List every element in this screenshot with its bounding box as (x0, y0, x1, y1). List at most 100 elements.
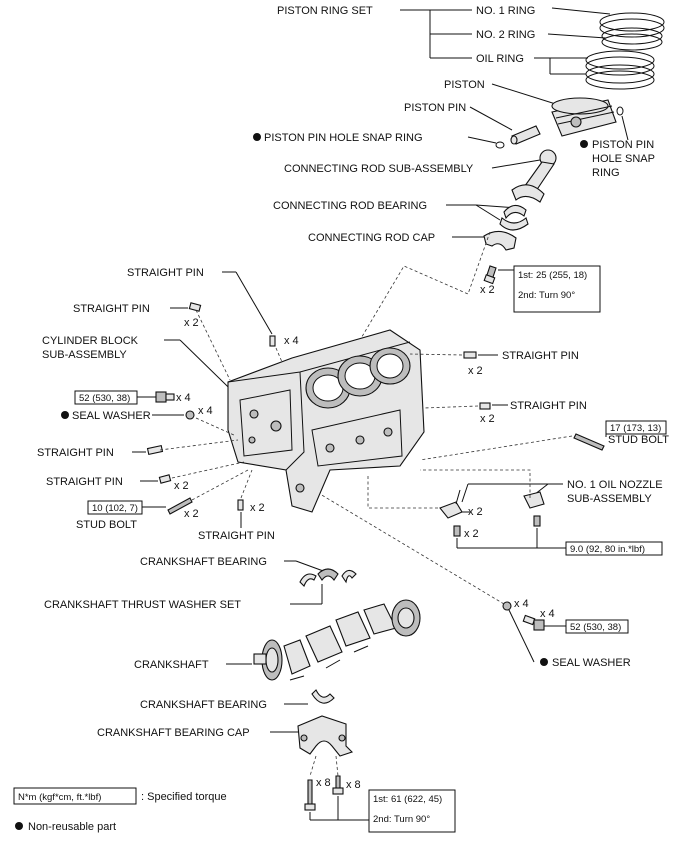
cap-bolt-shapes (304, 775, 344, 811)
label-crankshaft: CRANKSHAFT (134, 659, 209, 671)
legend-specified-torque: : Specified torque (141, 791, 227, 803)
straight-pin-shape-6 (463, 351, 477, 359)
label-thrust-washer: CRANKSHAFT THRUST WASHER SET (44, 599, 241, 611)
label-oil-nozzle-2: SUB-ASSEMBLY (567, 493, 652, 505)
qty-cap-bolt-2: x 8 (346, 779, 361, 791)
oil-ring-shape (585, 50, 655, 90)
label-straight-pin-2: STRAIGHT PIN (73, 303, 150, 315)
qty-straight-pin-2: x 2 (184, 317, 199, 329)
legend-unit-box: N*m (kgf*cm, ft.*lbf) (18, 792, 101, 803)
label-snap-ring-right-2: HOLE SNAP (592, 153, 655, 165)
straight-pin-shape-7 (479, 402, 491, 410)
qty-cap-bolt-1: x 8 (316, 777, 331, 789)
oil-nozzle-bolt-left (453, 525, 461, 537)
label-seal-washer-right: SEAL WASHER (552, 657, 631, 669)
qty-straight-pin-6: x 2 (468, 365, 483, 377)
label-piston-pin: PISTON PIN (404, 102, 466, 114)
no1-ring-shape (599, 12, 665, 38)
label-oil-ring: OIL RING (476, 53, 524, 65)
plug-bolt-left-shape (155, 391, 175, 403)
torque-cap-1st: 1st: 61 (622, 45) (373, 794, 442, 805)
legend-nonreusable: Non-reusable part (28, 821, 116, 833)
label-snap-ring-left: PISTON PIN HOLE SNAP RING (264, 132, 423, 144)
oil-nozzle-bolt-right (533, 515, 541, 527)
torque-10: 10 (102, 7) (92, 503, 138, 514)
label-snap-ring-right-3: RING (592, 167, 620, 179)
label-piston: PISTON (444, 79, 485, 91)
crank-bearing-upper-shape (299, 568, 357, 587)
qty-straight-pin-5: x 2 (250, 502, 265, 514)
crank-bearing-cap-shape (297, 715, 354, 757)
label-crank-bearing-lower: CRANKSHAFT BEARING (140, 699, 267, 711)
qty-oil-nozzle-bolt: x 2 (464, 528, 479, 540)
snap-ring-left-shape (495, 141, 505, 149)
label-no1-ring: NO. 1 RING (476, 5, 535, 17)
straight-pin-shape-5 (237, 499, 244, 511)
crankshaft-shape (253, 599, 421, 681)
oil-nozzle-right-shape (523, 491, 545, 509)
stud-bolt-right-shape (573, 433, 605, 451)
qty-straight-pin-7: x 2 (480, 413, 495, 425)
label-crank-bearing-upper: CRANKSHAFT BEARING (140, 556, 267, 568)
stud-bolt-left-shape (167, 497, 193, 515)
qty-seal-washer-left: x 4 (198, 405, 213, 417)
piston-ring-set-group: PISTON RING SET NO. 1 RING NO. 2 RING OI… (277, 5, 665, 90)
snap-ring-right-shape (616, 106, 624, 116)
label-straight-pin-3: STRAIGHT PIN (37, 447, 114, 459)
torque-conrod-1st: 1st: 25 (255, 18) (518, 270, 587, 281)
label-straight-pin-6: STRAIGHT PIN (502, 350, 579, 362)
piston-pin-shape (510, 125, 541, 145)
nonreusable-dot-snap-right (580, 140, 588, 148)
label-piston-ring-set: PISTON RING SET (277, 5, 373, 17)
qty-plug-bolt-right: x 4 (540, 608, 555, 620)
qty-conrod-bolt: x 2 (480, 284, 495, 296)
label-no2-ring: NO. 2 RING (476, 29, 535, 41)
piston-shape (551, 97, 617, 137)
crank-bearing-lower-shape (311, 689, 335, 704)
label-conrod-bearing: CONNECTING ROD BEARING (273, 200, 427, 212)
nonreusable-dot-seal-right (540, 658, 548, 666)
no2-ring-shape (601, 27, 663, 51)
label-crank-bearing-cap: CRANKSHAFT BEARING CAP (97, 727, 250, 739)
torque-box-10: 10 (102, 7) (87, 500, 143, 515)
qty-plug-bolt-left: x 4 (176, 392, 191, 404)
straight-pin-shape-1 (269, 335, 276, 347)
label-conrod-sub: CONNECTING ROD SUB-ASSEMBLY (284, 163, 474, 175)
torque-9: 9.0 (92, 80 in.*lbf) (570, 544, 645, 555)
torque-17: 17 (173, 13) (610, 423, 661, 434)
label-straight-pin-7: STRAIGHT PIN (510, 400, 587, 412)
torque-conrod-2nd: 2nd: Turn 90° (518, 290, 575, 301)
qty-stud-bolt-left: x 2 (184, 508, 199, 520)
torque-box-cap: 1st: 61 (622, 45) 2nd: Turn 90° (368, 789, 456, 833)
qty-oil-nozzle: x 2 (468, 506, 483, 518)
torque-box-9: 9.0 (92, 80 in.*lbf) (565, 541, 663, 556)
label-cyl-block-1: CYLINDER BLOCK (42, 335, 139, 347)
torque-52-left: 52 (530, 38) (79, 393, 130, 404)
qty-straight-pin-1: x 4 (284, 335, 299, 347)
label-stud-bolt-right: STUD BOLT (608, 434, 669, 446)
torque-52-right: 52 (530, 38) (570, 622, 621, 633)
seal-washer-left-shape (185, 410, 195, 420)
straight-pin-shape-3 (146, 444, 164, 456)
qty-straight-pin-4: x 2 (174, 480, 189, 492)
legend: N*m (kgf*cm, ft.*lbf) : Specified torque… (13, 787, 227, 833)
torque-cap-2nd: 2nd: Turn 90° (373, 814, 430, 825)
label-straight-pin-1: STRAIGHT PIN (127, 267, 204, 279)
conrod-shape (511, 149, 557, 203)
nonreusable-dot-snap-left (253, 133, 261, 141)
plug-bolt-right-shape (522, 614, 545, 631)
conrod-cap-shape (483, 230, 517, 251)
label-straight-pin-4: STRAIGHT PIN (46, 476, 123, 488)
torque-box-conrod: 1st: 25 (255, 18) 2nd: Turn 90° (513, 265, 601, 313)
label-stud-bolt-left: STUD BOLT (76, 519, 137, 531)
straight-pin-shape-4 (158, 474, 172, 484)
cylinder-block-shape (227, 329, 425, 513)
label-seal-washer-left: SEAL WASHER (72, 410, 151, 422)
seal-washer-right-shape (502, 601, 512, 611)
oil-nozzle-left-shape (439, 489, 470, 519)
qty-seal-washer-right: x 4 (514, 598, 529, 610)
conrod-bearing-shape (499, 204, 529, 231)
label-conrod-cap: CONNECTING ROD CAP (308, 232, 435, 244)
legend-nonreusable-dot (15, 822, 23, 830)
